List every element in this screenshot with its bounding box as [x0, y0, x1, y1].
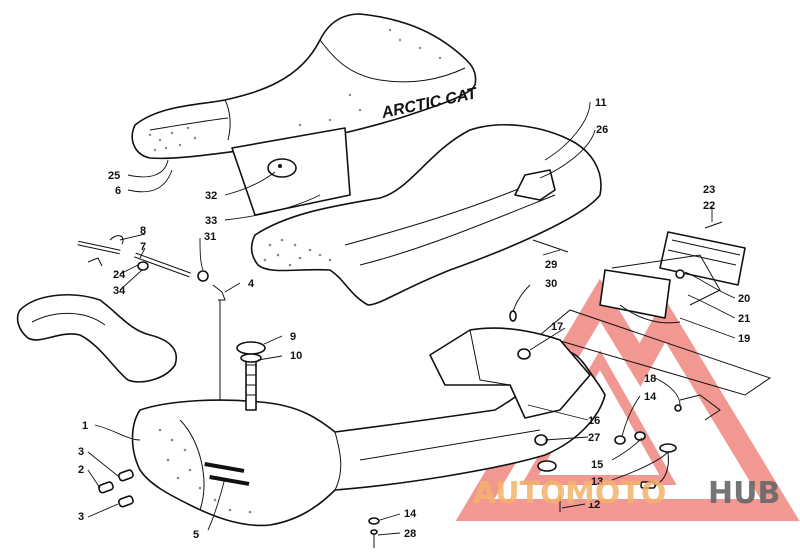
- seat-base-patch: [514, 169, 556, 201]
- callout-13: 13: [591, 476, 603, 488]
- filler-neck: [245, 354, 257, 411]
- callout-11: 11: [595, 97, 607, 109]
- watermark-auto: AUTO: [473, 476, 566, 511]
- tail-light: [538, 221, 772, 396]
- callout-19: 19: [738, 333, 750, 345]
- callout-31: 31: [204, 231, 216, 243]
- callout-8: 8: [140, 225, 146, 237]
- chassis-body: [131, 351, 606, 527]
- leader-lines: [87, 101, 736, 536]
- callout-9: 9: [290, 331, 296, 343]
- callout-32: 32: [205, 190, 217, 202]
- callout-18: 18: [644, 373, 656, 385]
- callout-7: 7: [140, 241, 146, 253]
- callout-27: 27: [588, 432, 600, 444]
- callout-3-upper: 3: [78, 446, 84, 458]
- callout-17: 17: [551, 321, 563, 333]
- seat-base-body: [250, 124, 602, 306]
- callout-20: 20: [738, 293, 750, 305]
- fasteners-right: [368, 310, 721, 548]
- tail-light-housing: [599, 269, 671, 319]
- callout-14-lower: 14: [404, 508, 417, 520]
- fasteners-left: [98, 469, 134, 508]
- callout-6: 6: [115, 185, 121, 197]
- callout-29: 29: [545, 259, 557, 271]
- callout-22: 22: [703, 200, 715, 212]
- callout-3-lower: 3: [78, 511, 84, 523]
- callout-24: 24: [113, 269, 126, 281]
- clamp-31: [197, 270, 226, 415]
- storage-tray: [231, 127, 351, 216]
- seat-base: [250, 124, 602, 306]
- watermark-moto: MOTO: [565, 476, 666, 511]
- callout-21: 21: [738, 313, 750, 325]
- callout-30: 30: [545, 278, 557, 290]
- callout-28: 28: [404, 528, 416, 540]
- callout-2: 2: [78, 464, 84, 476]
- callout-33: 33: [205, 215, 217, 227]
- chassis: [131, 327, 606, 527]
- seat-upper-body: [131, 13, 477, 160]
- filler-cap: [236, 341, 266, 355]
- callout-labels: 11 26 25 6 32 33 8 7 31 24 34 4 23 22 29…: [78, 97, 750, 541]
- callout-5: 5: [193, 529, 199, 541]
- callout-12: 12: [588, 499, 600, 511]
- rod-29: [532, 239, 569, 253]
- watermark-hub: HUB: [708, 476, 780, 511]
- callout-1: 1: [82, 420, 88, 432]
- callout-4: 4: [248, 278, 255, 290]
- callout-26: 26: [596, 124, 608, 136]
- callout-15: 15: [591, 459, 603, 471]
- callout-16: 16: [588, 415, 600, 427]
- watermark-text: AUTO MOTO HUB: [473, 476, 780, 511]
- watermark-triangle: [455, 278, 800, 521]
- callout-25: 25: [108, 170, 120, 182]
- callout-10: 10: [290, 350, 302, 362]
- callout-34: 34: [113, 285, 126, 297]
- rear-bulkhead: [429, 327, 591, 419]
- side-panel-24: [16, 294, 177, 383]
- rod-assembly: [77, 235, 191, 278]
- callout-23: 23: [703, 184, 715, 196]
- side-panel-body: [16, 294, 177, 383]
- callout-14-upper: 14: [644, 391, 657, 403]
